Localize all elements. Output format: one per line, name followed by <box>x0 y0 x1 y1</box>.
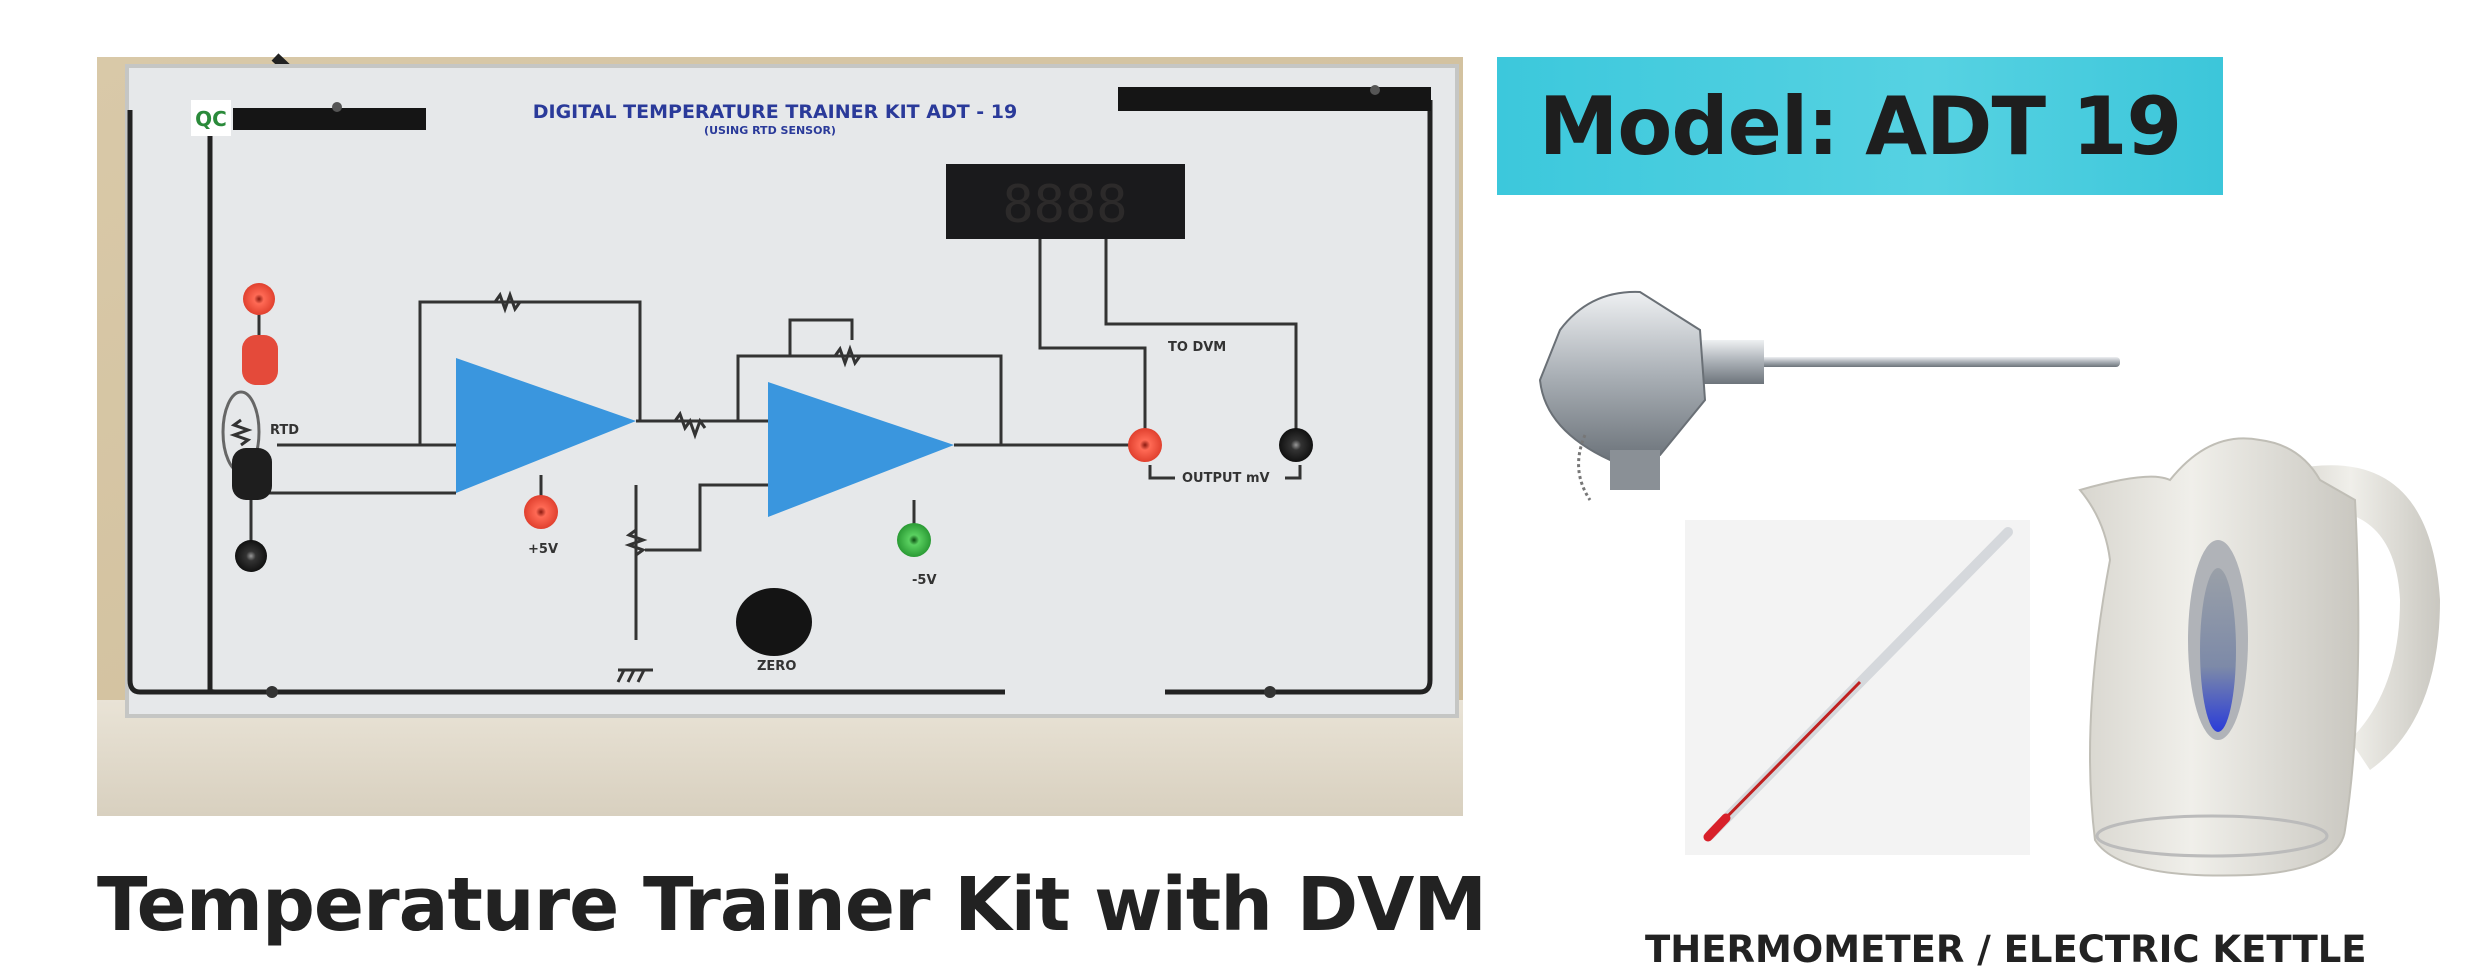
thermometer-image <box>1685 520 2030 855</box>
red-jack-plus5v[interactable] <box>524 495 558 529</box>
dvm-display <box>946 164 1185 239</box>
label-rtd: RTD <box>270 423 299 438</box>
screw <box>332 102 342 112</box>
label-zero: ZERO <box>757 659 796 674</box>
thermometer-mercury <box>1710 680 1862 834</box>
enclosure-front <box>97 700 1463 816</box>
panel-title: DIGITAL TEMPERATURE TRAINER KIT ADT - 19 <box>533 101 1018 123</box>
label-plus5v: +5V <box>528 542 558 557</box>
thermometer-bulb <box>1703 813 1731 842</box>
label-bar-right <box>1118 87 1431 111</box>
black-plug-rtd[interactable] <box>232 448 272 500</box>
label-bar-left <box>233 108 426 130</box>
probe-fitting <box>1700 340 1764 384</box>
model-text: Model: ADT 19 <box>1538 79 2182 173</box>
red-jack-rtd-top[interactable] <box>243 283 275 315</box>
kettle-handle <box>2290 465 2440 770</box>
trainer-kit-photo: QC DIGITAL TEMPERATURE TRAINER KIT ADT -… <box>97 53 1463 816</box>
kettle-image <box>2078 437 2440 877</box>
probe-chain <box>1577 434 1592 501</box>
probe-head <box>1538 290 1707 462</box>
red-jack-output[interactable] <box>1128 428 1162 462</box>
model-banner: Model: ADT 19 <box>1497 57 2223 195</box>
logo <box>191 100 231 136</box>
op-amp-1 <box>456 358 636 493</box>
dvm-digits: 8888 <box>1002 175 1127 235</box>
rtd-probe-image <box>1538 290 2120 501</box>
logo-text: QC <box>195 107 227 131</box>
resistor-symbols <box>229 290 862 683</box>
red-plug-rtd[interactable] <box>242 335 278 385</box>
label-minus5v: -5V <box>912 573 937 588</box>
probe-gland <box>1610 450 1660 490</box>
screw <box>1370 85 1380 95</box>
black-jack-output[interactable] <box>1279 428 1313 462</box>
main-title: Temperature Trainer Kit with DVM <box>97 862 1487 948</box>
panel-subtitle: (USING RTD SENSOR) <box>704 124 836 137</box>
panel-border <box>127 110 1005 695</box>
op-amp-2 <box>768 382 954 517</box>
caption-thermometer-kettle: THERMOMETER / ELECTRIC KETTLE <box>1645 928 2367 971</box>
screw <box>1264 686 1276 698</box>
screw <box>266 686 278 698</box>
label-to-dvm: TO DVM <box>1168 340 1226 355</box>
black-jack-ground[interactable] <box>235 540 267 572</box>
label-output-mv: OUTPUT mV <box>1182 471 1270 486</box>
zero-knob[interactable] <box>736 588 812 656</box>
green-jack-minus5v[interactable] <box>897 523 931 557</box>
probe-stem <box>1760 357 2120 367</box>
